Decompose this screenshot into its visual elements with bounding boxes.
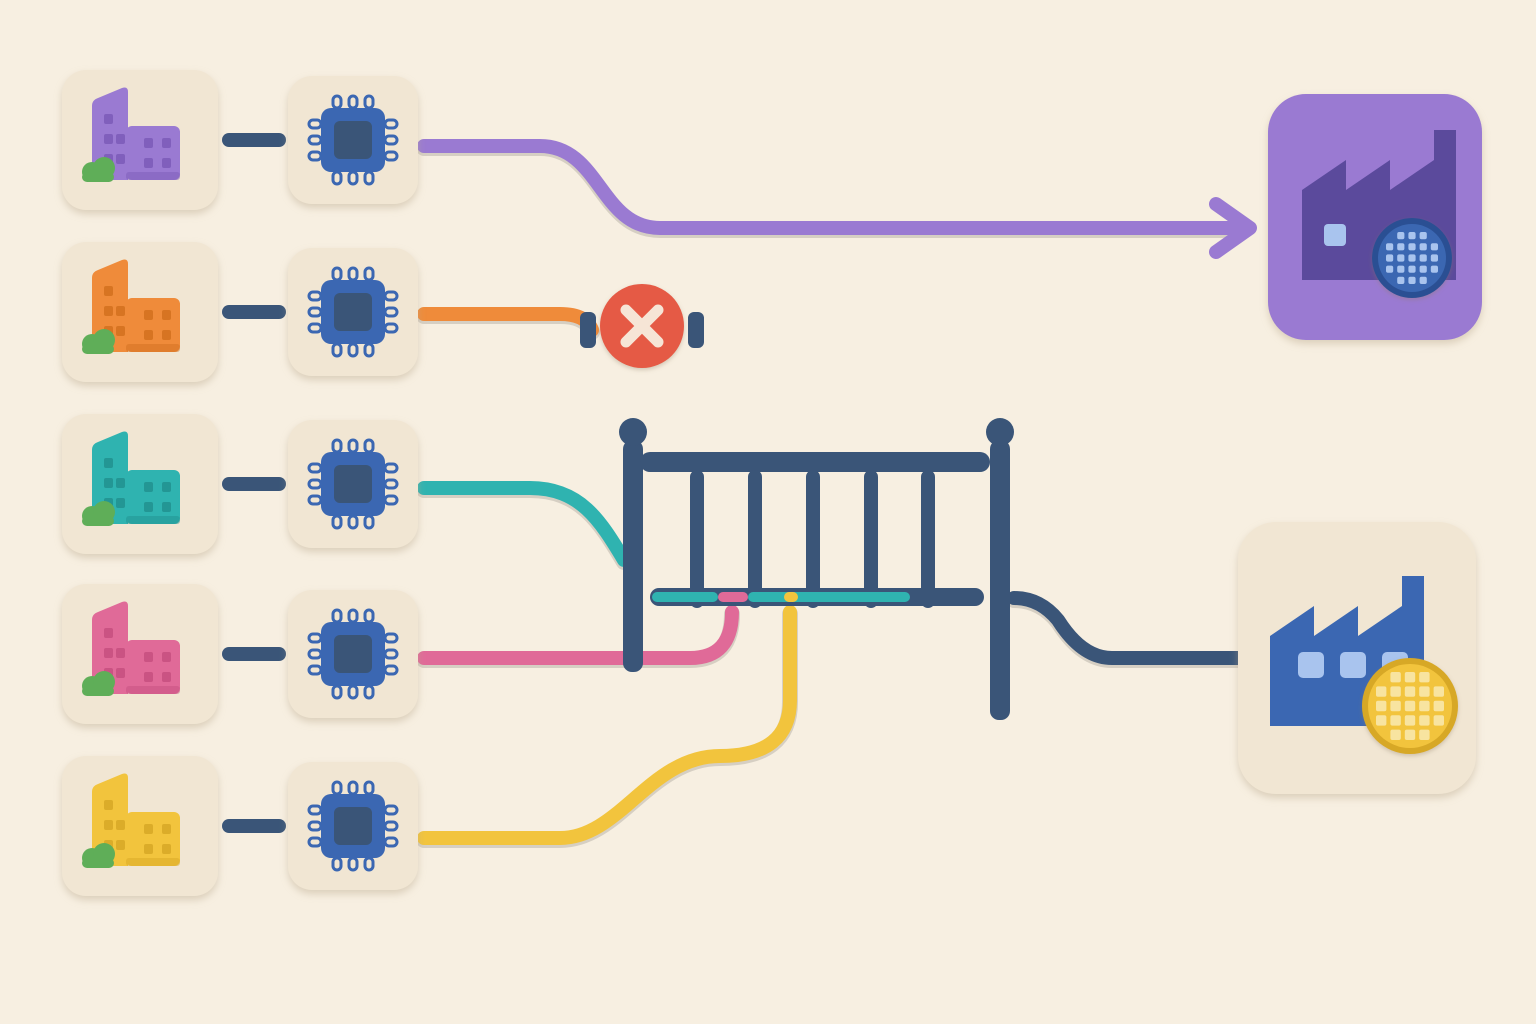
wafer-icon xyxy=(1362,658,1458,754)
chip-icon xyxy=(307,266,399,358)
pipe-pink xyxy=(416,605,740,668)
source-row-orange xyxy=(62,242,418,382)
gate-bar xyxy=(864,470,878,608)
pipe-yellow xyxy=(416,605,798,848)
gate-channel-yellow xyxy=(784,592,798,602)
gate-post xyxy=(623,440,643,672)
gate-bar xyxy=(806,470,820,608)
connector-link xyxy=(222,819,286,833)
blocked-x-icon xyxy=(580,284,704,368)
gate-post-cap xyxy=(619,418,647,446)
connection-pipes xyxy=(416,139,1257,848)
source-row-purple xyxy=(62,70,418,210)
gate-icon xyxy=(619,418,1014,720)
gate-top-rail xyxy=(640,452,990,472)
pipe-orange xyxy=(416,307,600,340)
building-icon xyxy=(82,259,180,354)
wafer-icon xyxy=(1372,218,1452,298)
pipe-output xyxy=(1006,591,1248,668)
building-icon xyxy=(82,601,180,696)
chip-icon xyxy=(307,438,399,530)
source-rows xyxy=(62,70,418,896)
gate-post xyxy=(990,440,1010,720)
source-row-yellow xyxy=(62,756,418,896)
connector-link xyxy=(222,477,286,491)
bush-icon xyxy=(82,157,115,182)
pipe-purple xyxy=(416,139,1246,238)
chip-icon xyxy=(307,608,399,700)
bush-icon xyxy=(82,843,115,868)
gate-channel-teal-2 xyxy=(748,592,910,602)
connector-link xyxy=(222,305,286,319)
building-icon xyxy=(82,87,180,182)
gate-channel-teal xyxy=(652,592,718,602)
chip-icon xyxy=(307,94,399,186)
factory-window xyxy=(1340,652,1366,678)
gate-channel-pink xyxy=(718,592,748,602)
building-icon xyxy=(82,431,180,526)
pipe-teal xyxy=(416,481,632,570)
destination-factories xyxy=(1238,94,1482,794)
source-row-teal xyxy=(62,414,418,554)
factory-window xyxy=(1298,652,1324,678)
building-icon xyxy=(82,773,180,868)
factory-window xyxy=(1324,224,1346,246)
bush-icon xyxy=(82,671,115,696)
bush-icon xyxy=(82,329,115,354)
purple-factory-tile xyxy=(1268,94,1482,340)
gate-post-cap xyxy=(986,418,1014,446)
bush-icon xyxy=(82,501,115,526)
arrowhead-icon xyxy=(1209,197,1257,259)
gate-bar xyxy=(690,470,704,608)
source-row-pink xyxy=(62,584,418,724)
chip-icon xyxy=(307,780,399,872)
gate-bar xyxy=(748,470,762,608)
connector-link xyxy=(222,647,286,661)
blue-factory-tile xyxy=(1238,522,1476,794)
gate-bar xyxy=(921,470,935,608)
connector-link xyxy=(222,133,286,147)
